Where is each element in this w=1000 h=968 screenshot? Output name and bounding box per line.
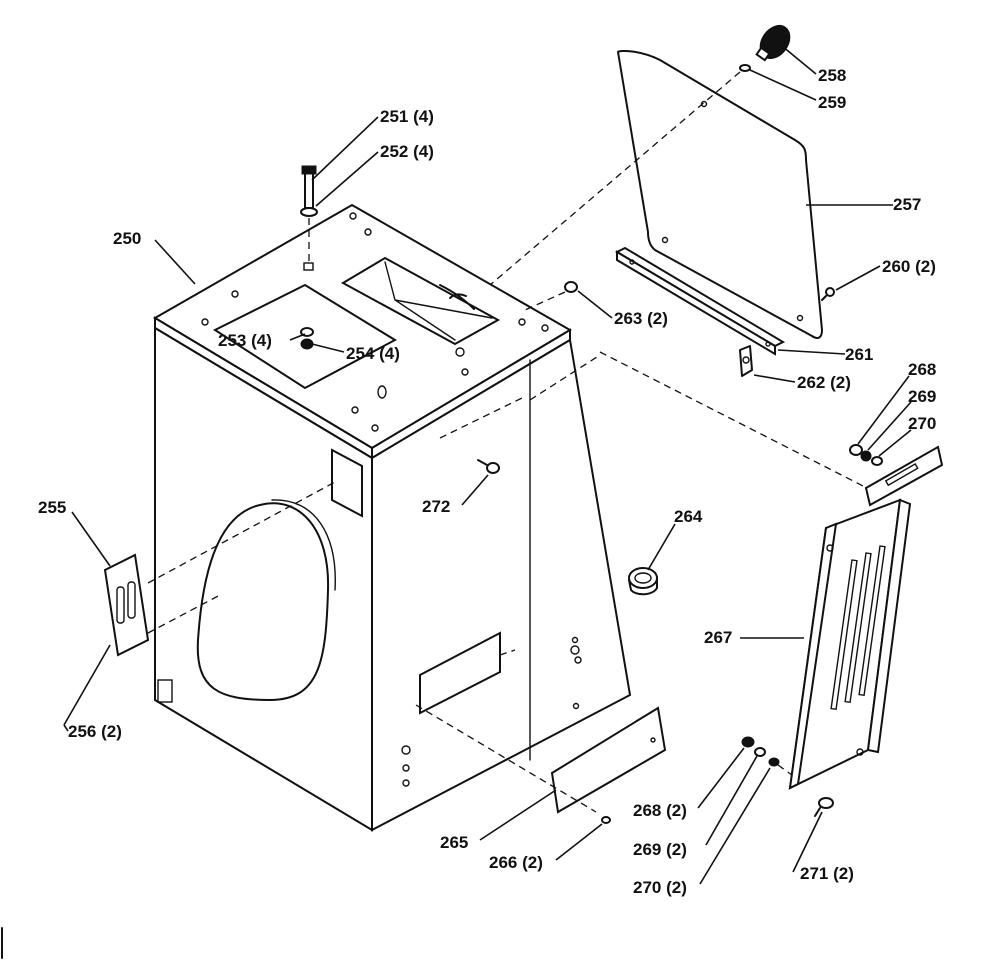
latch-262 bbox=[739, 345, 753, 377]
label-264: 264 bbox=[674, 507, 703, 526]
label-252: 252 (4) bbox=[380, 142, 434, 161]
label-254: 254 (4) bbox=[346, 344, 400, 363]
label-262: 262 (2) bbox=[797, 373, 851, 392]
label-253: 253 (4) bbox=[218, 331, 272, 350]
label-257: 257 bbox=[893, 195, 921, 214]
label-271: 271 (2) bbox=[800, 864, 854, 883]
label-255: 255 bbox=[38, 498, 66, 517]
label-269-2: 269 (2) bbox=[633, 840, 687, 859]
label-250: 250 bbox=[113, 229, 141, 248]
label-260: 260 (2) bbox=[882, 257, 936, 276]
part-labels: 250 251 (4) 252 (4) 253 (4) 254 (4) 255 … bbox=[38, 66, 936, 897]
panel-255 bbox=[103, 481, 336, 657]
label-263: 263 (2) bbox=[614, 309, 668, 328]
window-257 bbox=[616, 50, 824, 339]
label-269: 269 bbox=[908, 387, 936, 406]
bushing-264 bbox=[628, 567, 658, 596]
screw-260 bbox=[821, 287, 835, 301]
label-251: 251 (4) bbox=[380, 107, 434, 126]
panel-267 bbox=[788, 498, 912, 790]
bolt-251 bbox=[300, 165, 318, 262]
label-272: 272 bbox=[422, 497, 450, 516]
label-267: 267 bbox=[704, 628, 732, 647]
washers-268-270-lower bbox=[741, 736, 793, 776]
screw-266 bbox=[601, 816, 611, 824]
screw-272 bbox=[477, 459, 500, 474]
screw-263 bbox=[524, 281, 578, 311]
label-270-2: 270 (2) bbox=[633, 878, 687, 897]
label-268-2: 268 (2) bbox=[633, 801, 687, 820]
label-265: 265 bbox=[440, 833, 468, 852]
strip-261 bbox=[614, 246, 786, 356]
label-261: 261 bbox=[845, 345, 873, 364]
label-268: 268 bbox=[908, 360, 936, 379]
label-256: 256 (2) bbox=[68, 722, 122, 741]
leader-lines bbox=[63, 45, 912, 885]
washer-259 bbox=[739, 64, 751, 72]
label-258: 258 bbox=[818, 66, 846, 85]
label-259: 259 bbox=[818, 93, 846, 112]
washers-268-270 bbox=[849, 444, 883, 466]
top-holes bbox=[201, 212, 549, 432]
cabinet-250 bbox=[153, 203, 632, 832]
label-270: 270 bbox=[908, 414, 936, 433]
bracket-267-top bbox=[864, 445, 944, 507]
label-266: 266 (2) bbox=[489, 853, 543, 872]
cover-265 bbox=[415, 649, 667, 814]
screw-271 bbox=[814, 797, 834, 817]
knob-258 bbox=[755, 24, 791, 62]
